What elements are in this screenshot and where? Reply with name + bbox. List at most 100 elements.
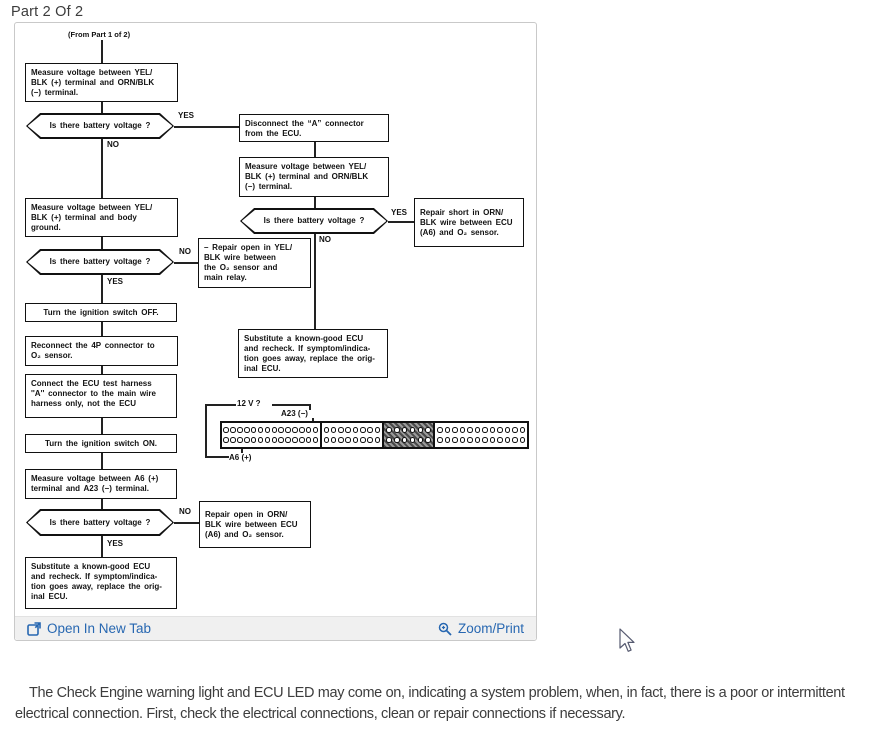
from-part-label: (From Part 1 of 2) bbox=[68, 30, 131, 39]
connector-pin bbox=[425, 437, 431, 443]
magnifier-plus-icon bbox=[438, 622, 452, 636]
connector-pin bbox=[352, 427, 359, 433]
no-label: NO bbox=[179, 247, 191, 256]
connector-pin bbox=[482, 427, 488, 433]
connector-pin bbox=[367, 427, 373, 433]
page-title: Part 2 Of 2 bbox=[11, 4, 84, 20]
flow-box-text: Turn the ignition switch ON. bbox=[44, 438, 158, 448]
connector-pin-row bbox=[222, 437, 320, 443]
connector-pin-row bbox=[384, 437, 433, 443]
no-label: NO bbox=[179, 507, 191, 516]
voltage-measure-label: 12 V ? bbox=[237, 399, 261, 408]
connector-line bbox=[101, 139, 103, 198]
connector-pin bbox=[489, 437, 496, 443]
connector-pin bbox=[323, 427, 330, 433]
flow-box-text: Substitute a known-good ECU and recheck.… bbox=[244, 334, 375, 373]
flow-decision-battery-voltage-2: Is there battery voltage ? bbox=[26, 249, 174, 275]
decision-text: Is there battery voltage ? bbox=[49, 121, 151, 130]
connector-pin bbox=[312, 437, 319, 443]
zoom-print-link[interactable]: Zoom/Print bbox=[438, 621, 524, 636]
measure-bracket-line bbox=[205, 456, 229, 458]
connector-pin bbox=[285, 437, 291, 443]
connector-pin bbox=[467, 437, 473, 443]
connector-pin bbox=[223, 437, 229, 443]
flow-box-reconnect-4p: Reconnect the 4P connector to O₂ sensor. bbox=[25, 336, 178, 366]
connector-pin bbox=[519, 427, 525, 433]
connector-pin-row bbox=[435, 427, 527, 433]
connector-line bbox=[101, 275, 103, 303]
connector-pin bbox=[452, 437, 458, 443]
flow-box-text: – Repair open in YEL/ BLK wire between t… bbox=[204, 243, 293, 282]
connector-pin bbox=[401, 437, 408, 443]
connector-pin bbox=[512, 437, 518, 443]
flow-box-text: Substitute a known-good ECU and recheck.… bbox=[31, 562, 162, 601]
flowchart-image: (From Part 1 of 2) Measure voltage betwe… bbox=[15, 23, 536, 617]
flow-box-substitute-ecu-bottom: Substitute a known-good ECU and recheck.… bbox=[25, 557, 177, 609]
flow-decision-battery-voltage-4: Is there battery voltage ? bbox=[26, 509, 174, 536]
zoom-print-label: Zoom/Print bbox=[457, 621, 524, 636]
connector-line bbox=[101, 418, 103, 434]
connector-pin bbox=[401, 427, 408, 433]
connector-pin bbox=[394, 437, 400, 443]
connector-pin bbox=[474, 437, 481, 443]
flow-decision-battery-voltage-1: Is there battery voltage ? bbox=[26, 113, 174, 139]
decision-text: Is there battery voltage ? bbox=[49, 257, 151, 266]
connector-pin bbox=[250, 427, 257, 433]
connector-pin bbox=[285, 427, 291, 433]
flow-box-text: Measure voltage between YEL/ BLK (+) ter… bbox=[245, 162, 369, 191]
connector-pin bbox=[244, 437, 250, 443]
connector-pin bbox=[474, 427, 481, 433]
connector-line bbox=[174, 262, 198, 264]
connector-pin bbox=[271, 427, 277, 433]
connector-line bbox=[314, 142, 316, 157]
connector-pin bbox=[497, 427, 503, 433]
connector-pin bbox=[489, 427, 496, 433]
flow-box-text: Turn the ignition switch OFF. bbox=[43, 307, 159, 317]
connector-line bbox=[101, 40, 103, 63]
flow-box-disconnect-a-connector: Disconnect the “A” connector from the EC… bbox=[239, 114, 389, 142]
connector-pin bbox=[459, 427, 466, 433]
open-in-new-tab-label: Open In New Tab bbox=[47, 621, 152, 636]
connector-pin bbox=[417, 437, 424, 443]
connector-pin bbox=[386, 427, 392, 433]
measure-bracket-line bbox=[205, 404, 207, 457]
yes-label: YES bbox=[107, 539, 124, 548]
flow-box-text: Repair short in ORN/ BLK wire between EC… bbox=[420, 207, 513, 237]
open-in-new-tab-link[interactable]: Open In New Tab bbox=[27, 621, 151, 636]
connector-pin bbox=[444, 427, 451, 433]
connector-pin-row bbox=[384, 427, 433, 433]
connector-pin bbox=[467, 427, 473, 433]
measure-bracket-line bbox=[205, 404, 236, 406]
connector-pin bbox=[394, 427, 400, 433]
open-in-new-tab-icon bbox=[27, 621, 41, 636]
mouse-cursor bbox=[617, 628, 637, 659]
connector-pin bbox=[305, 427, 312, 433]
connector-pin-row bbox=[322, 427, 382, 433]
connector-pin bbox=[244, 427, 250, 433]
connector-pin bbox=[237, 437, 243, 443]
connector-section-a bbox=[222, 423, 322, 447]
connector-section-d bbox=[435, 423, 527, 447]
connector-pin bbox=[409, 437, 416, 443]
connector-section-c-shaded bbox=[383, 423, 436, 447]
connector-pin bbox=[409, 427, 416, 433]
connector-pin bbox=[497, 437, 503, 443]
connector-pin bbox=[504, 427, 511, 433]
measure-bracket-line bbox=[272, 404, 310, 406]
connector-pin bbox=[250, 437, 257, 443]
connector-pin bbox=[292, 437, 298, 443]
connector-pin bbox=[459, 437, 466, 443]
connector-pin bbox=[360, 437, 366, 443]
connector-line bbox=[174, 126, 239, 128]
pin-a23-tick bbox=[312, 418, 314, 421]
pin-a23-label: A23 (−) bbox=[281, 409, 308, 418]
yes-label: YES bbox=[107, 277, 124, 286]
connector-pin bbox=[278, 437, 284, 443]
connector-pin-row bbox=[322, 437, 382, 443]
flow-box-measure-yel-orn-2: Measure voltage between YEL/ BLK (+) ter… bbox=[239, 157, 389, 197]
connector-pin bbox=[323, 437, 330, 443]
connector-pin bbox=[330, 437, 337, 443]
connector-pin bbox=[504, 437, 511, 443]
connector-line bbox=[101, 499, 103, 509]
